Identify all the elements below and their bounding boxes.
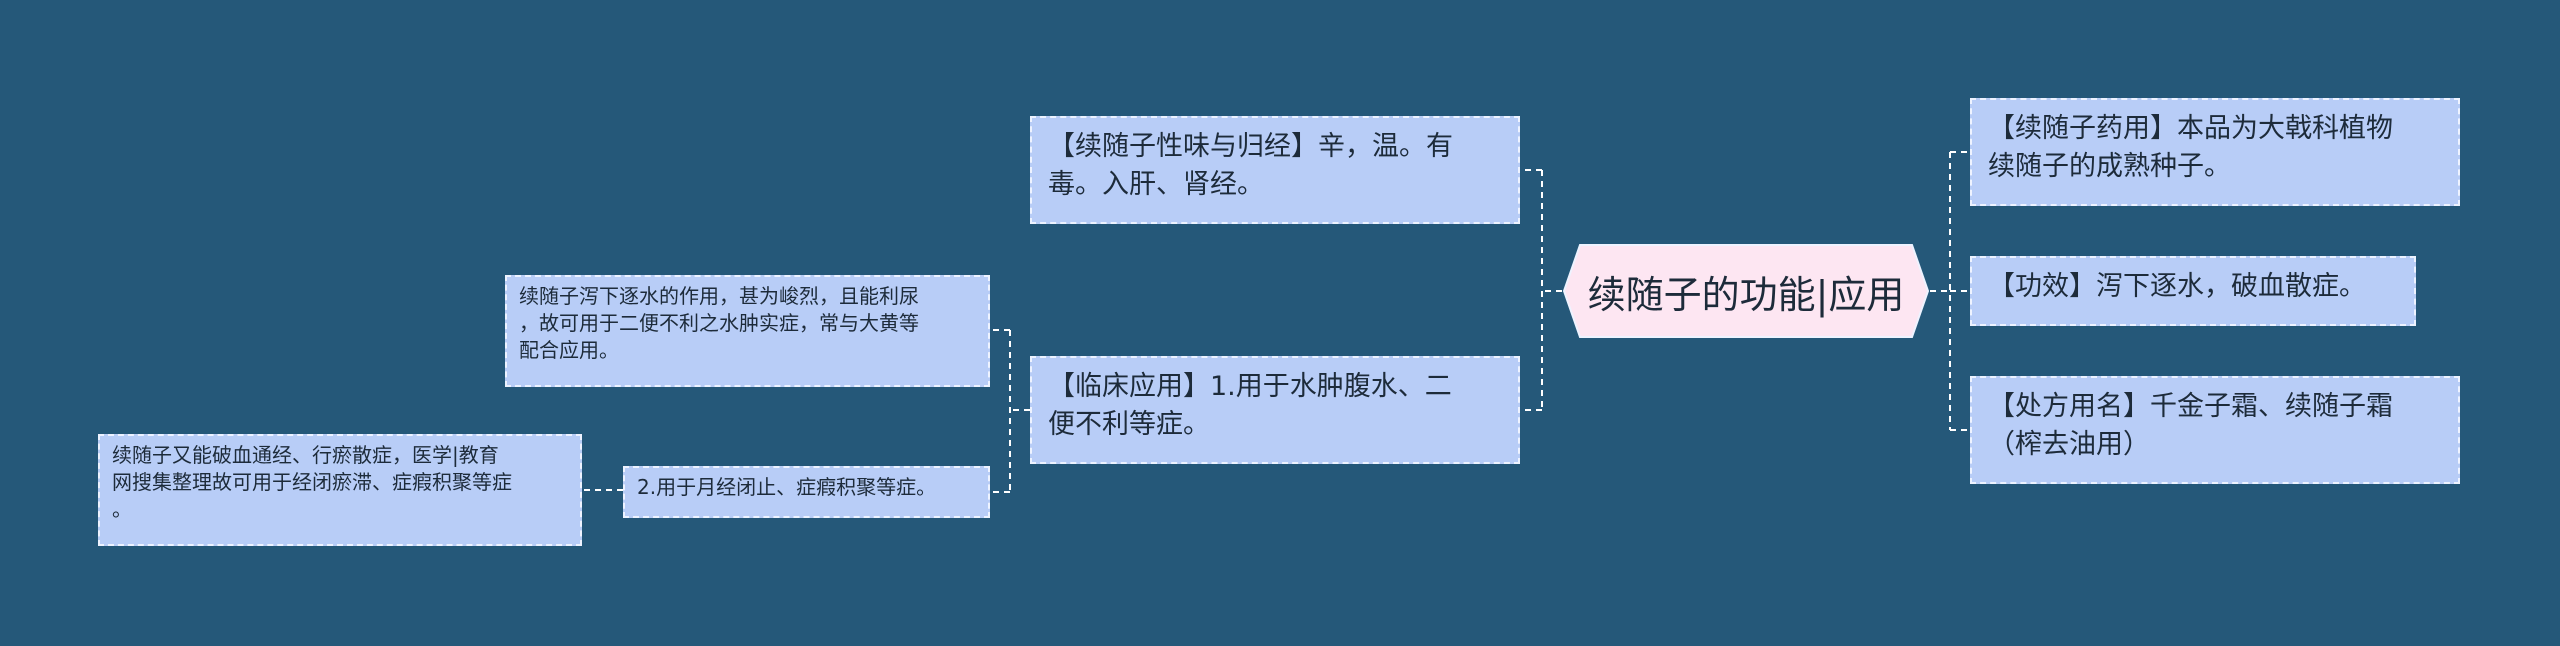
node-efficacy[interactable]: 【功效】泻下逐水，破血散症。 [1970,256,2416,326]
node-amenorrhea-masses[interactable]: 2.用于月经闭止、症瘕积聚等症。 [623,466,990,518]
node-prescription-names[interactable]: 【处方用名】千金子霜、续随子霜 （榨去油用） [1970,376,2460,484]
root-topic[interactable]: 续随子的功能|应用 [1562,243,1930,339]
root-hexagon-shape [1562,244,1930,338]
connector-clinical-sub [990,329,1030,493]
connector-root-left [1520,169,1562,411]
node-medicinal-source[interactable]: 【续随子药用】本品为大戟科植物 续随子的成熟种子。 [1970,98,2460,206]
node-break-blood-stasis[interactable]: 续随子又能破血通经、行瘀散症，医学|教育 网搜集整理故可用于经闭瘀滞、症瘕积聚等… [98,434,582,546]
node-properties-meridians[interactable]: 【续随子性味与归经】辛，温。有 毒。入肝、肾经。 [1030,116,1520,224]
node-clinical-application[interactable]: 【临床应用】1.用于水肿腹水、二 便不利等症。 [1030,356,1520,464]
root-topic-label: 续随子的功能|应用 [1587,272,1905,317]
connector-root-right [1930,151,1970,431]
node-purgation-diuresis[interactable]: 续随子泻下逐水的作用，甚为峻烈，且能利尿 ，故可用于二便不利之水肿实症，常与大黄… [505,275,990,387]
